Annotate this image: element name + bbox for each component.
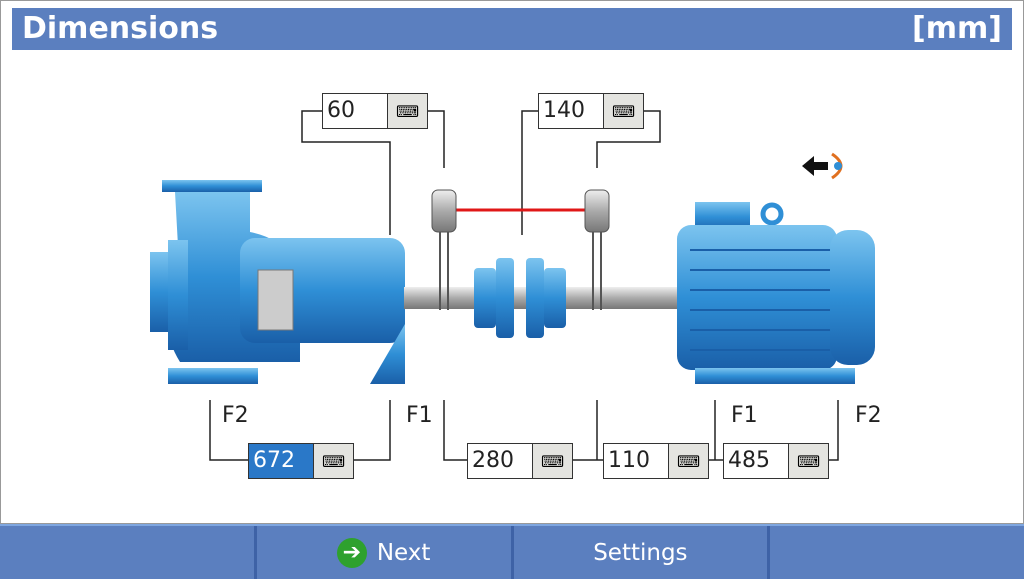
field-value[interactable]: 110 xyxy=(608,448,650,473)
field-140[interactable]: 140 ⌨ xyxy=(538,93,644,129)
softkey-1[interactable] xyxy=(0,526,257,579)
field-280[interactable]: 280 ⌨ xyxy=(467,443,573,479)
page-title: Dimensions xyxy=(22,11,219,46)
motor-icon xyxy=(677,202,875,384)
field-60[interactable]: 60 ⌨ xyxy=(322,93,428,129)
keyboard-icon[interactable]: ⌨ xyxy=(788,444,828,478)
next-button[interactable]: ➔ Next xyxy=(257,526,514,579)
softkey-4[interactable] xyxy=(770,526,1024,579)
view-direction-eye-icon xyxy=(802,152,843,180)
pump-f2-label: F2 xyxy=(222,403,249,428)
field-value[interactable]: 280 xyxy=(472,448,514,473)
bottom-toolbar: ➔ Next Settings xyxy=(0,524,1024,579)
field-value[interactable]: 140 xyxy=(543,98,585,123)
keyboard-icon[interactable]: ⌨ xyxy=(668,444,708,478)
dimension-lines xyxy=(209,110,839,461)
keyboard-icon[interactable]: ⌨ xyxy=(387,94,427,128)
title-bar: Dimensions [mm] xyxy=(12,8,1012,50)
coupling-icon xyxy=(474,258,566,338)
field-value[interactable]: 60 xyxy=(327,98,355,123)
motor-f2-label: F2 xyxy=(855,403,882,428)
settings-button[interactable]: Settings xyxy=(514,526,771,579)
field-110[interactable]: 110 ⌨ xyxy=(603,443,709,479)
field-value[interactable]: 672 xyxy=(249,444,313,478)
unit-label: [mm] xyxy=(912,11,1002,46)
keyboard-icon[interactable]: ⌨ xyxy=(532,444,572,478)
pump-f1-label: F1 xyxy=(406,403,433,428)
machine-diagram xyxy=(150,110,875,461)
next-label: Next xyxy=(376,539,431,566)
field-value[interactable]: 485 xyxy=(728,448,770,473)
arrow-right-icon: ➔ xyxy=(336,537,367,568)
keyboard-icon[interactable]: ⌨ xyxy=(603,94,643,128)
pump-icon xyxy=(150,180,405,384)
field-485[interactable]: 485 ⌨ xyxy=(723,443,829,479)
keyboard-icon[interactable]: ⌨ xyxy=(313,444,353,478)
motor-f1-label: F1 xyxy=(731,403,758,428)
laser-sensors xyxy=(431,189,610,310)
field-672[interactable]: 672⌨ xyxy=(248,443,354,479)
